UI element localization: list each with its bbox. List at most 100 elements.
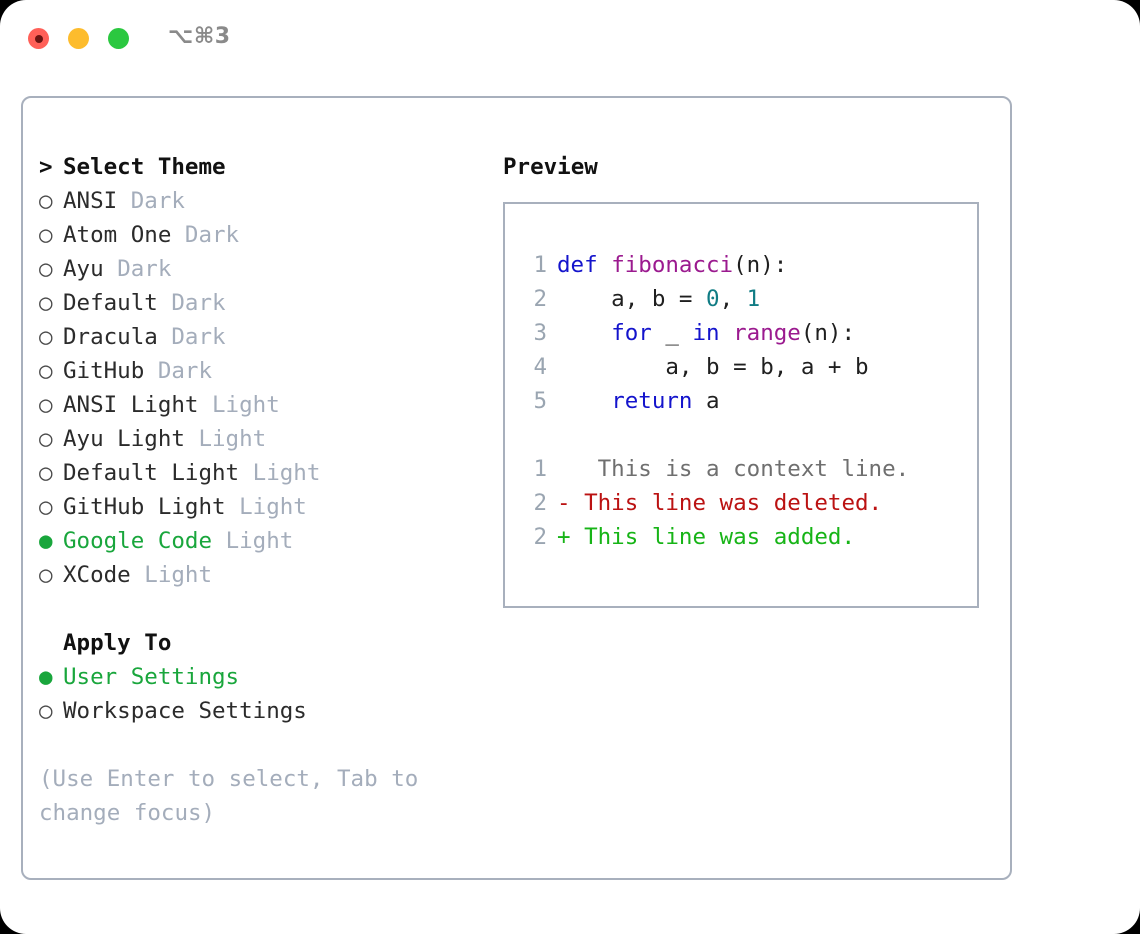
theme-name: GitHub (63, 358, 145, 384)
radio-empty-icon: ○ (39, 562, 53, 588)
code-line: 5 return a (521, 384, 909, 418)
theme-name: XCode (63, 562, 131, 588)
spacer (185, 426, 199, 452)
theme-kind-badge: Light (198, 426, 267, 452)
apply-to-options[interactable]: ●User Settings ○ Workspace Settings (39, 660, 469, 728)
theme-list[interactable]: ○ANSI Dark○Atom One Dark○Ayu Dark○Defaul… (39, 184, 469, 592)
theme-name: Google Code (63, 528, 213, 554)
theme-list-item[interactable]: ○Dracula Dark (39, 320, 469, 354)
diff-text: This line was added. (570, 524, 856, 550)
code-token: 1 (746, 286, 761, 312)
code-token: in (692, 320, 720, 346)
theme-list-item[interactable]: ○ Default Light Light (39, 456, 469, 490)
code-token: , (719, 286, 747, 312)
preview-title: Preview (503, 154, 598, 180)
diff-line: 2- This line was deleted. (521, 486, 909, 520)
apply-to-option[interactable]: ●User Settings (39, 660, 469, 694)
theme-list-item[interactable]: ○ ANSI Light Light (39, 388, 469, 422)
radio-empty-icon: ○ (39, 256, 53, 282)
diff-line: 2 + This line was added. (521, 520, 909, 554)
radio-empty-icon: ○ (39, 324, 53, 350)
theme-name: ANSI Light (63, 392, 199, 418)
theme-list-header-label: Select Theme (63, 154, 226, 180)
line-number: 2 (533, 490, 547, 516)
radio-empty-icon: ○ (39, 426, 53, 452)
code-token: for (611, 320, 652, 346)
spacer (198, 392, 212, 418)
theme-list-item[interactable]: ● Google Code Light (39, 524, 469, 558)
theme-list-column: > Select Theme ○ANSI Dark ○ Atom One Dark ○ A… (39, 150, 469, 728)
line-number: 3 (533, 320, 547, 346)
theme-list-item[interactable]: ○ Atom One Dark (39, 218, 469, 252)
theme-kind-badge: Light (144, 562, 213, 588)
spacer (171, 222, 185, 248)
code-line: 2 a, b = 0, 1 (521, 282, 909, 316)
theme-selector-panel: > Select Theme ○ANSI Dark ○ Atom One Dark ○ A… (21, 96, 1012, 880)
theme-list-item[interactable]: ○GitHub Dark (39, 354, 469, 388)
code-token (557, 320, 611, 346)
keyboard-hint-text: (Use Enter to select, Tab to change focu… (39, 766, 419, 826)
theme-kind-badge: Light (212, 392, 280, 418)
code-token: def (557, 252, 598, 278)
code-line: 4 a, b = b, a + b (521, 350, 909, 384)
code-token: 0 (706, 286, 720, 312)
radio-selected-icon: ● (39, 528, 53, 554)
diff-text: This line was deleted. (570, 490, 883, 516)
theme-name: Atom One (63, 222, 172, 248)
theme-kind-badge: Dark (157, 358, 213, 384)
theme-list-header: > Select Theme (39, 150, 469, 184)
theme-list-item[interactable]: ○Ayu Dark (39, 252, 469, 286)
code-token (557, 388, 611, 414)
code-line: 3 for _ in range(n): (521, 316, 909, 350)
spacer (104, 256, 118, 282)
radio-selected-icon: ● (39, 664, 53, 690)
theme-kind-badge: Dark (171, 324, 226, 350)
theme-name: Ayu Light (63, 426, 185, 452)
theme-name: Default (63, 290, 158, 316)
close-window-button[interactable] (28, 28, 49, 49)
code-token: a, b = (557, 286, 707, 312)
window-title: ⌥⌘3 (168, 24, 231, 49)
title-bar: ⌥⌘3 (0, 0, 1140, 78)
code-token: fibonacci (611, 252, 734, 278)
apply-to-option-label: Workspace Settings (63, 698, 307, 724)
theme-name: Ayu (63, 256, 104, 282)
theme-list-item[interactable]: ○ XCode Light (39, 558, 469, 592)
theme-kind-badge: Dark (184, 222, 240, 248)
theme-kind-badge: Light (225, 528, 294, 554)
apply-to-option[interactable]: ○ Workspace Settings (39, 694, 469, 728)
code-token: a (692, 388, 720, 414)
minimize-window-button[interactable] (68, 28, 89, 49)
line-number: 2 (533, 524, 547, 550)
spacer (158, 324, 172, 350)
radio-empty-icon: ○ (39, 460, 53, 486)
line-number: 4 (533, 354, 547, 380)
diff-sign: + (557, 524, 571, 550)
theme-list-item[interactable]: ○ Ayu Light Light (39, 422, 469, 456)
radio-empty-icon: ○ (39, 392, 53, 418)
maximize-window-button[interactable] (108, 28, 129, 49)
spacer (131, 562, 145, 588)
code-token: (n): (800, 320, 856, 346)
radio-empty-icon: ○ (39, 698, 53, 724)
theme-list-item[interactable]: ○Default Dark (39, 286, 469, 320)
theme-kind-badge: Light (252, 460, 321, 486)
theme-list-item[interactable]: ○ GitHub Light Light (39, 490, 469, 524)
selection-arrow-icon: > (39, 154, 53, 180)
diff-sign: - (557, 490, 571, 516)
radio-empty-icon: ○ (39, 494, 53, 520)
theme-kind-badge: Dark (130, 188, 185, 214)
theme-kind-badge: Light (239, 494, 307, 520)
theme-name: GitHub Light (63, 494, 226, 520)
theme-kind-badge: Dark (171, 290, 226, 316)
spacer (212, 528, 226, 554)
apply-to-header: Apply To (63, 630, 172, 656)
radio-empty-icon: ○ (39, 222, 53, 248)
theme-list-item[interactable]: ○ANSI Dark (39, 184, 469, 218)
theme-name: Default Light (63, 460, 240, 486)
diff-sign (557, 456, 571, 482)
